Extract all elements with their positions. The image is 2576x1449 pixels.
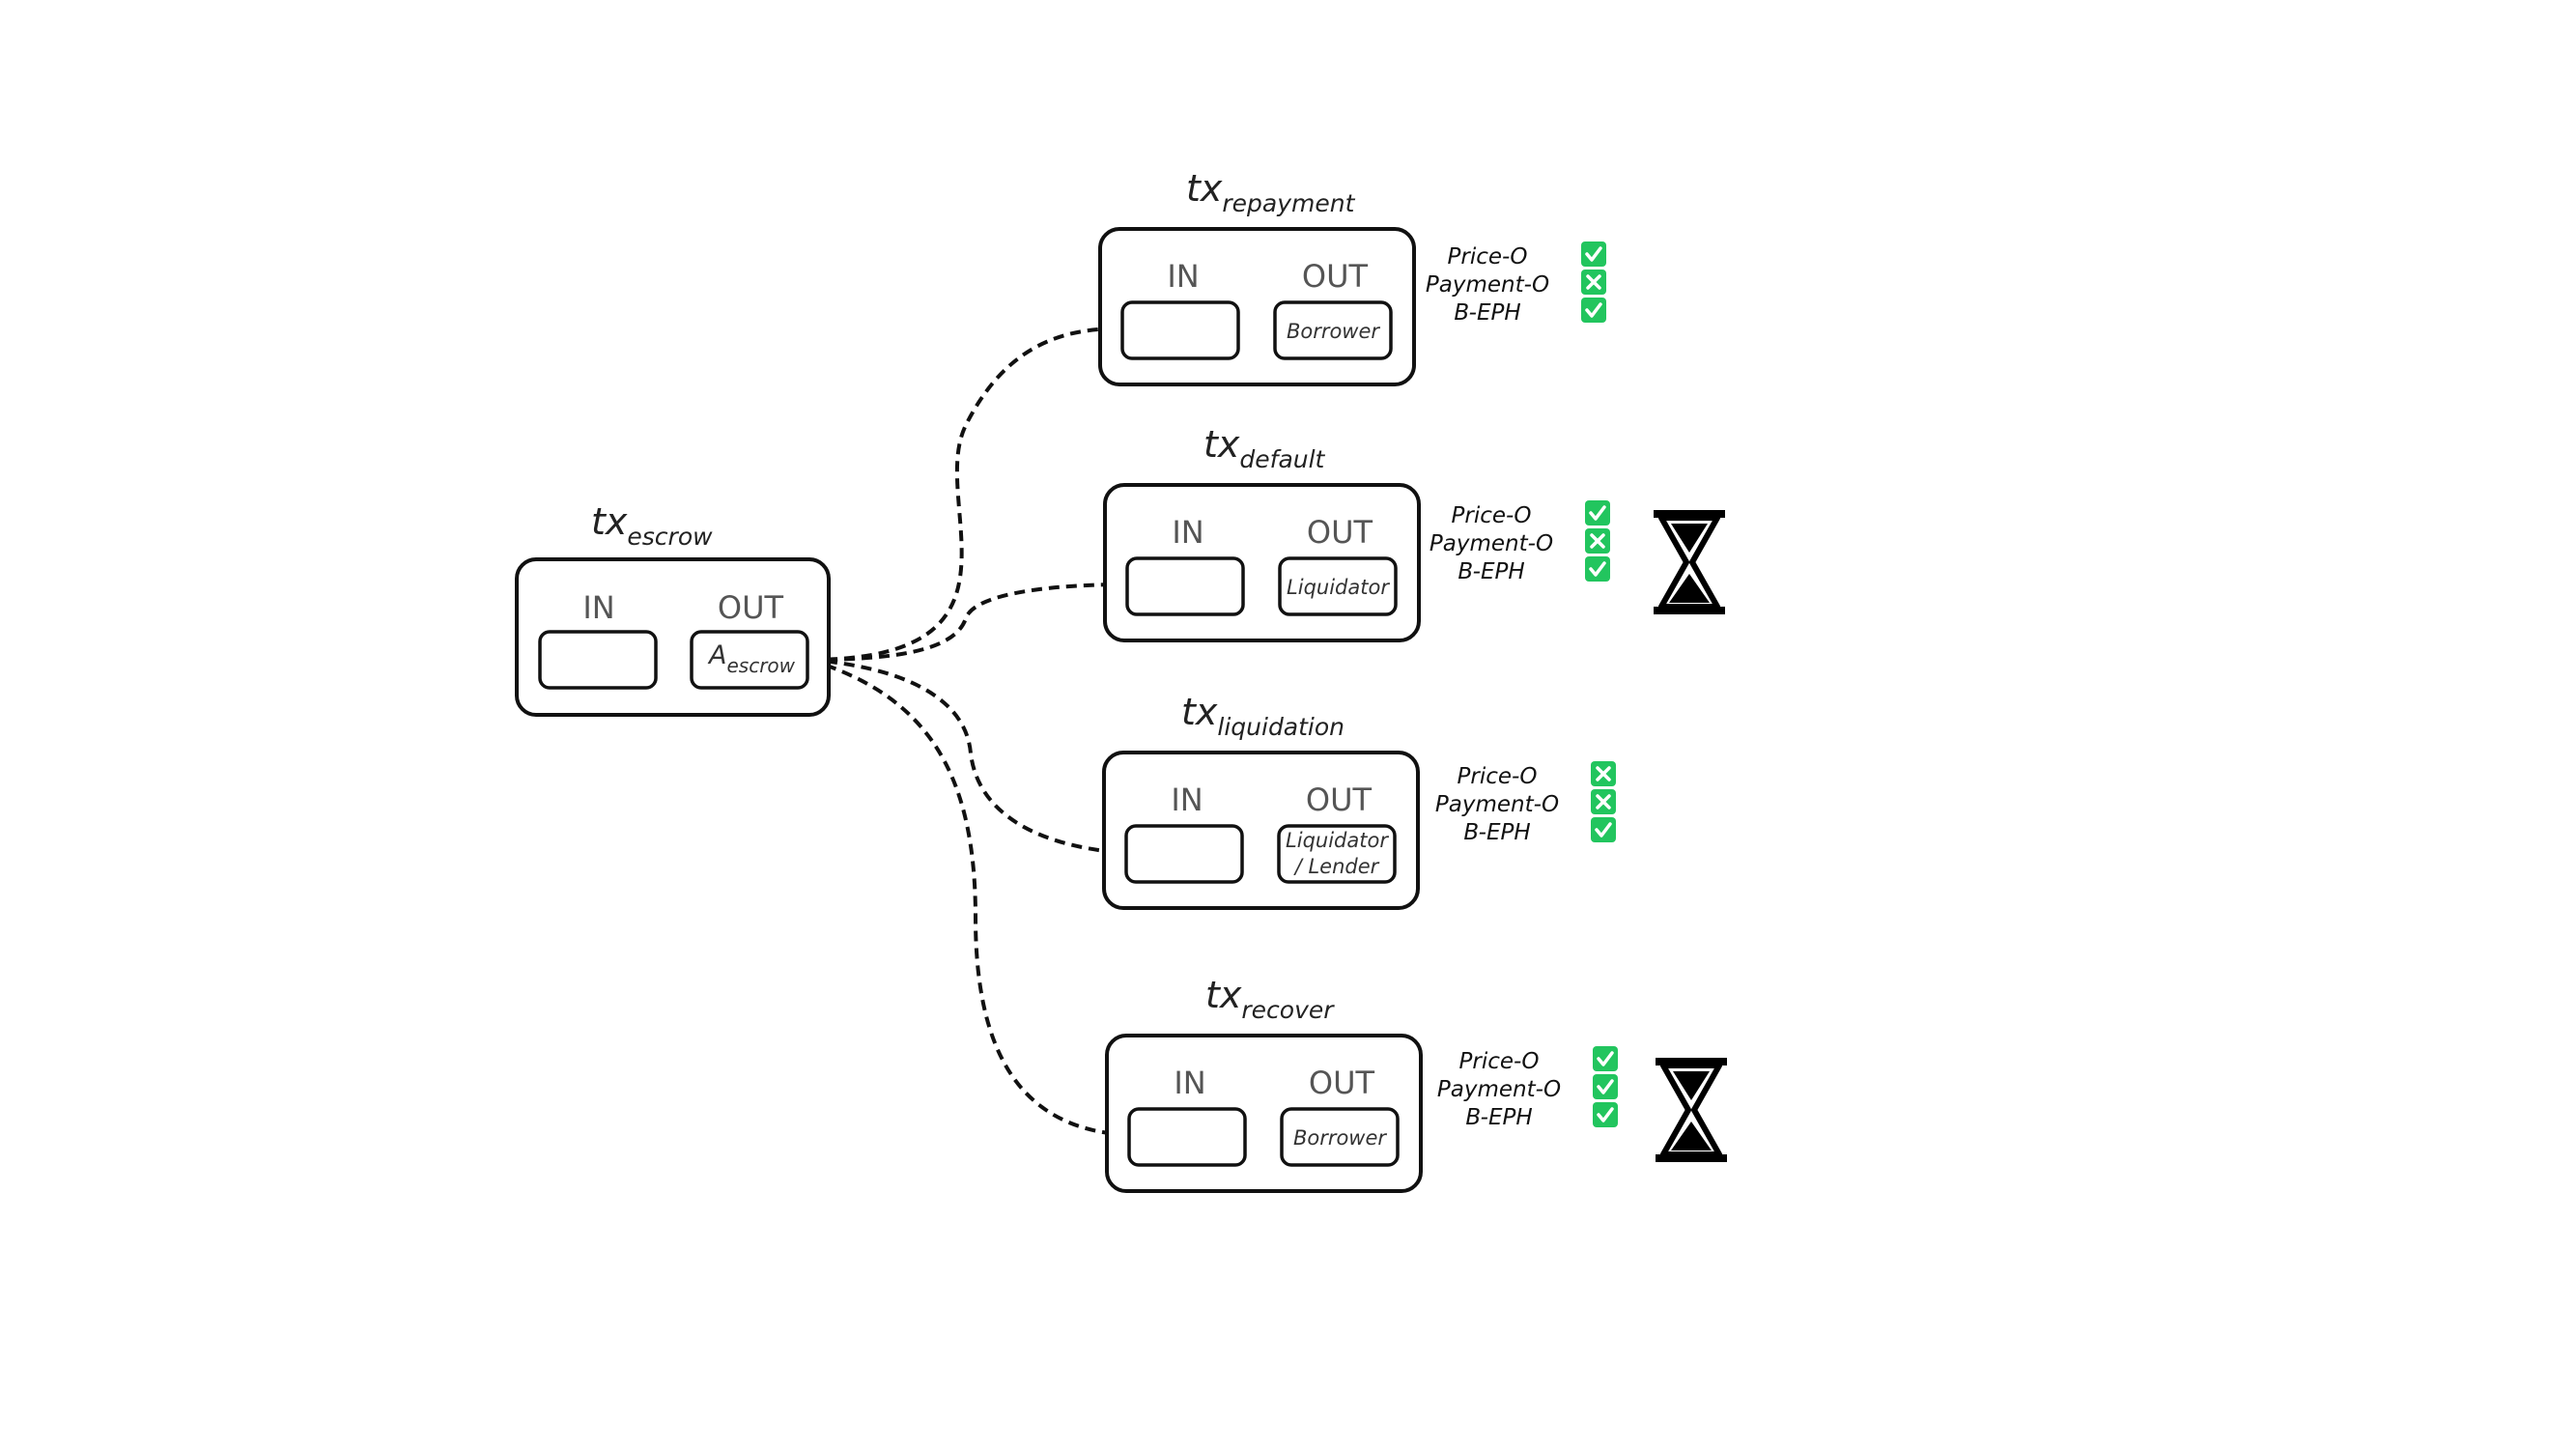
tx-escrow-output-label: Aescrow — [707, 640, 796, 677]
tx-escrow: txescrow IN OUT Aescrow — [515, 500, 831, 717]
condition-label: Price-O — [1452, 503, 1532, 528]
condition-label: Price-O — [1459, 1049, 1540, 1074]
check-icon — [1585, 556, 1610, 582]
check-icon — [1591, 817, 1616, 842]
tx-default-in-label: IN — [1172, 514, 1203, 551]
tx-liquidation-output-line: / Lender — [1293, 855, 1380, 878]
check-icon — [1593, 1102, 1618, 1127]
tx-default-input-slot — [1125, 556, 1245, 616]
tx-escrow-title: txescrow — [591, 500, 713, 551]
tx-default-out-label: OUT — [1307, 514, 1373, 551]
tx-liquidation-title: txliquidation — [1181, 691, 1345, 741]
tx-default-output-slot — [1278, 556, 1398, 616]
tx-default-title: txdefault — [1203, 423, 1326, 473]
check-icon — [1593, 1046, 1618, 1071]
hourglass-icon — [1656, 1058, 1727, 1162]
condition-label: Price-O — [1448, 244, 1528, 270]
condition-label: B-EPH — [1465, 1105, 1532, 1130]
tx-escrow-input-slot — [538, 630, 658, 690]
tx-recover-title: txrecover — [1205, 974, 1335, 1024]
edge-to-liquidation — [808, 658, 1130, 861]
check-icon — [1585, 500, 1610, 526]
condition-label: Price-O — [1458, 764, 1538, 789]
tx-repayment-output-slot — [1273, 300, 1393, 360]
tx-liquidation-output-slot — [1277, 824, 1397, 884]
cross-icon — [1581, 270, 1606, 295]
condition-label: Payment-O — [1437, 1077, 1561, 1102]
check-icon — [1581, 298, 1606, 323]
tx-liquidation-out-label: OUT — [1306, 781, 1373, 818]
tx-default-output-line: Liquidator — [1287, 576, 1390, 599]
tx-repayment-in-label: IN — [1167, 258, 1199, 295]
tx-liquidation-in-label: IN — [1171, 781, 1203, 818]
tx-repayment-title: txrepayment — [1186, 167, 1356, 217]
tx-recover-output-slot — [1280, 1107, 1400, 1167]
check-icon — [1581, 242, 1606, 267]
condition-label: Payment-O — [1430, 531, 1553, 556]
tx-recover-in-label: IN — [1174, 1065, 1205, 1101]
tx-liquidation-output-line: Liquidator — [1286, 829, 1389, 852]
check-icon — [1593, 1074, 1618, 1099]
condition-label: Payment-O — [1426, 272, 1549, 298]
tx-escrow-in-label: IN — [582, 589, 614, 626]
tx-escrow-output-slot — [690, 630, 809, 690]
cross-icon — [1591, 789, 1616, 814]
tx-repayment-input-slot — [1120, 300, 1240, 360]
cross-icon — [1585, 528, 1610, 554]
condition-label: B-EPH — [1458, 559, 1524, 584]
edge-to-repayment — [808, 320, 1124, 662]
condition-label: B-EPH — [1463, 820, 1530, 845]
hourglass-icon — [1654, 510, 1725, 614]
tx-repayment-output-line: Borrower — [1287, 320, 1380, 343]
tx-recover-input-slot — [1127, 1107, 1247, 1167]
condition-label: Payment-O — [1435, 792, 1559, 817]
condition-label: B-EPH — [1454, 300, 1520, 326]
tx-recover-out-label: OUT — [1309, 1065, 1375, 1101]
edge-to-recover — [808, 658, 1132, 1143]
tx-repayment-out-label: OUT — [1302, 258, 1369, 295]
cross-icon — [1591, 761, 1616, 786]
tx-recover-output-line: Borrower — [1293, 1126, 1387, 1150]
edges — [808, 320, 1132, 1143]
tx-escrow-out-label: OUT — [718, 589, 784, 626]
edge-to-default — [808, 576, 1129, 662]
tx-liquidation-input-slot — [1124, 824, 1244, 884]
